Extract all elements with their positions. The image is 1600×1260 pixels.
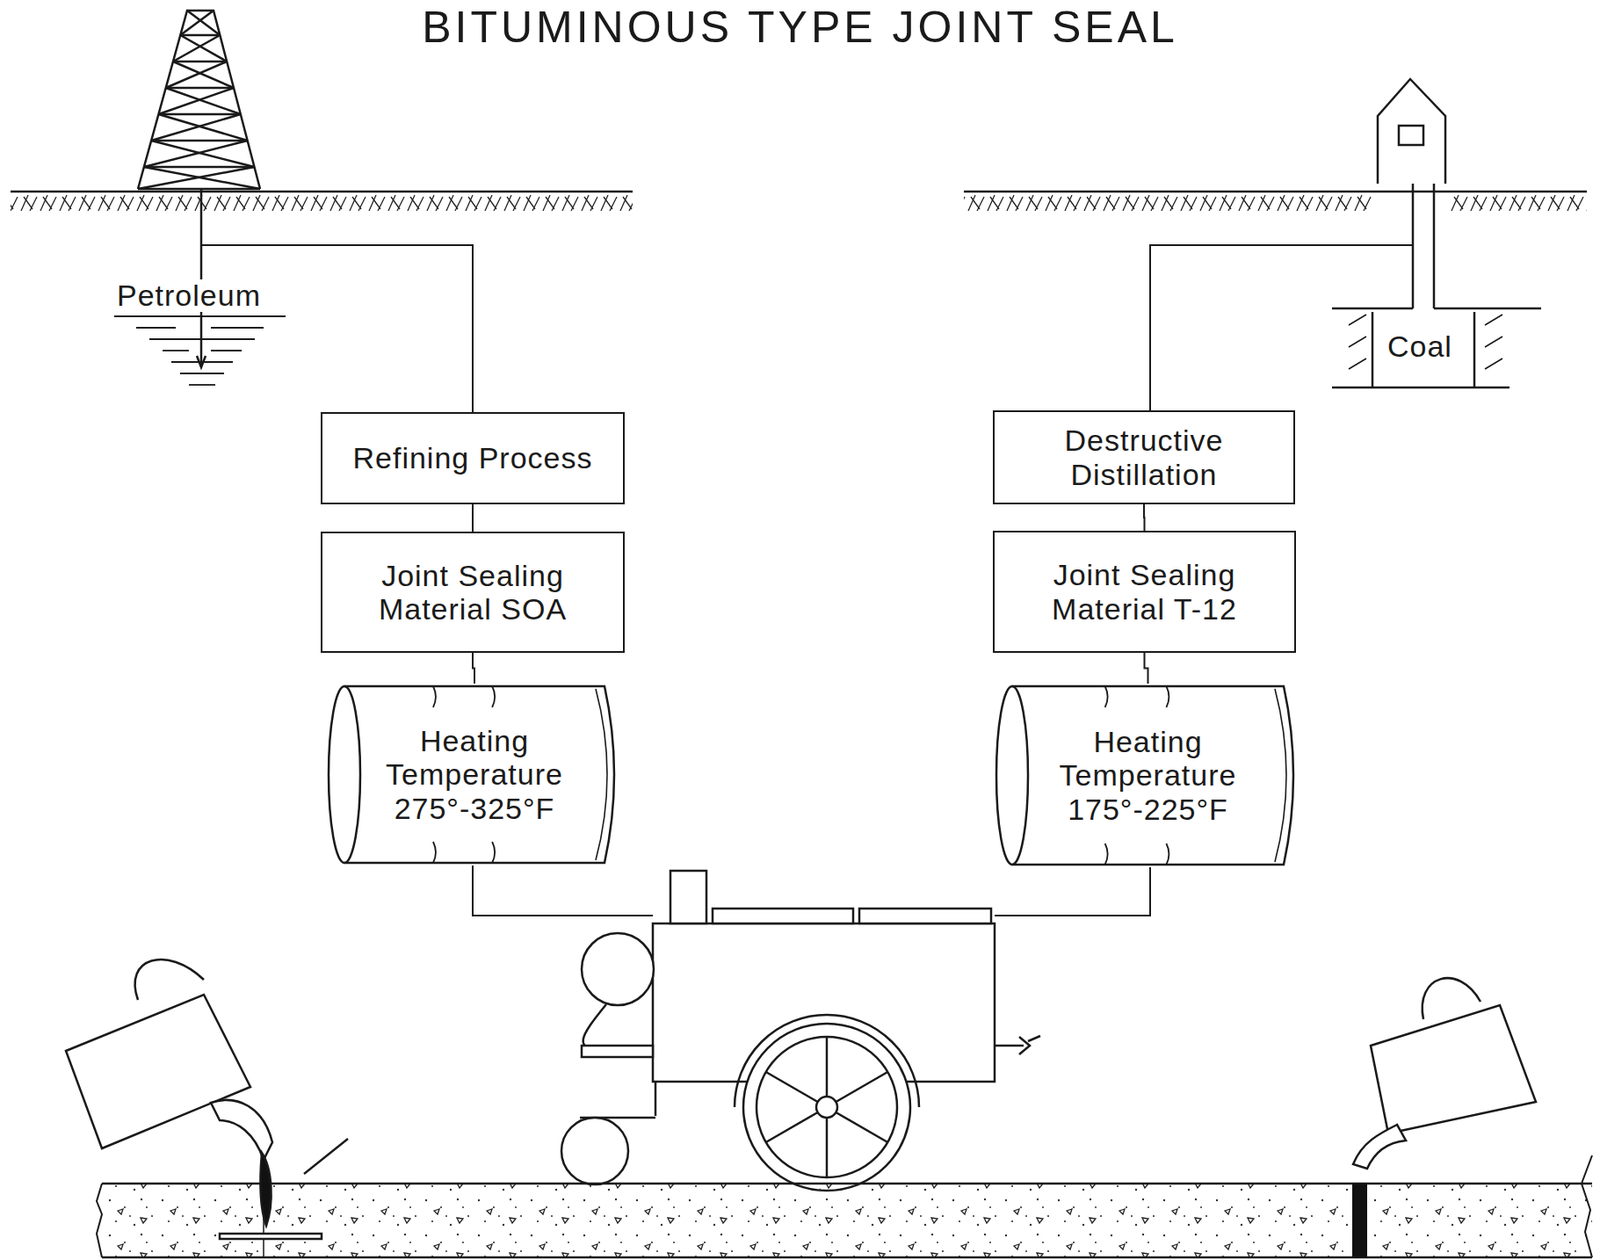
- derrick: [137, 10, 473, 413]
- process-box: Destructive Distillation: [992, 410, 1296, 505]
- node-text: Heating Temperature 275°-325°F: [326, 723, 623, 825]
- heating-barrel: Heating Temperature 275°-325°F: [326, 683, 623, 866]
- coal-mine: [1150, 79, 1542, 411]
- pavement: [96, 1155, 1593, 1258]
- pouring-pot-right: [1353, 977, 1536, 1169]
- connector: [1143, 504, 1146, 531]
- tar-kettle: [561, 870, 1041, 1191]
- material-box: Joint Sealing Material SOA: [320, 531, 625, 653]
- node-text: Joint Sealing Material SOA: [322, 558, 623, 626]
- node-text: Heating Temperature 175°-225°F: [994, 724, 1302, 826]
- source-label: Petroleum: [114, 279, 264, 312]
- node-text: Refining Process: [341, 441, 603, 475]
- ground-left: [10, 191, 633, 211]
- petroleum-pool: [114, 316, 286, 385]
- source-label: Coal: [1384, 330, 1456, 363]
- node-text: Destructive Distillation: [994, 423, 1294, 491]
- heating-barrel: Heating Temperature 175°-225°F: [994, 683, 1302, 868]
- connector: [471, 504, 474, 532]
- node-text: Joint Sealing Material T-12: [994, 557, 1295, 625]
- material-box: Joint Sealing Material T-12: [992, 530, 1296, 653]
- process-box: Refining Process: [320, 412, 625, 505]
- ground-right: [963, 191, 1587, 211]
- connector: [1144, 652, 1149, 684]
- pouring-pot-left: [65, 959, 348, 1239]
- title: BITUMINOUS TYPE JOINT SEAL: [0, 1, 1600, 53]
- connector: [472, 652, 475, 684]
